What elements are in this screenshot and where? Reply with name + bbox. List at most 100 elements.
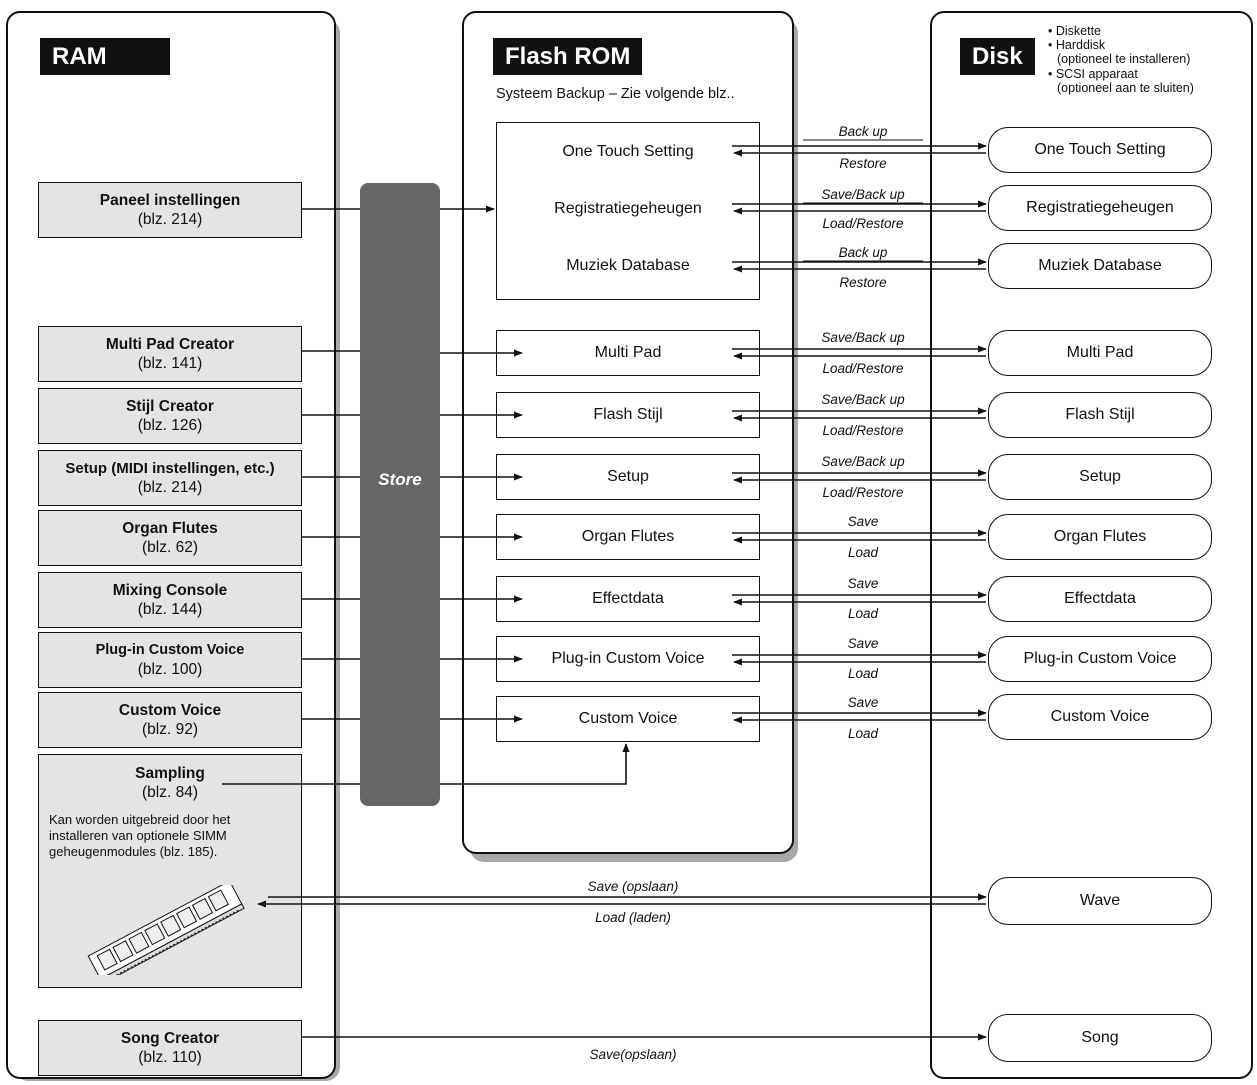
store-bar: Store (360, 183, 440, 806)
ram-box-organ-flutes: Organ Flutes (blz. 62) (38, 510, 302, 566)
flash-item-one-touch-setting: One Touch Setting (562, 143, 694, 160)
ram-item-name: Paneel instellingen (99, 192, 241, 209)
label-load-effect: Load (847, 606, 879, 621)
disk-box-plugin-custom-voice: Plug-in Custom Voice (988, 636, 1212, 682)
disk-box-wave: Wave (988, 877, 1212, 925)
flash-box-effectdata: Effectdata (496, 576, 760, 622)
disk-box-multi-pad: Multi Pad (988, 330, 1212, 376)
label-save-effect: Save (847, 576, 879, 591)
disk-box-song: Song (988, 1014, 1212, 1062)
ram-item-name: Setup (MIDI instellingen, etc.) (65, 460, 275, 477)
ram-box-mixing-console: Mixing Console (blz. 144) (38, 572, 302, 628)
flash-box-multi-pad: Multi Pad (496, 330, 760, 376)
disk-item-label: Plug-in Custom Voice (1023, 650, 1177, 667)
ram-box-song-creator: Song Creator (blz. 110) (38, 1020, 302, 1076)
ram-box-plugin-custom-voice: Plug-in Custom Voice (blz. 100) (38, 632, 302, 688)
disk-item-label: Registratiegeheugen (1026, 199, 1174, 216)
flash-item-label: Effectdata (592, 590, 664, 607)
label-load-custom: Load (847, 726, 879, 741)
flash-item-label: Organ Flutes (581, 528, 675, 545)
flash-item-label: Multi Pad (594, 344, 662, 361)
disk-box-effectdata: Effectdata (988, 576, 1212, 622)
flash-group-box: One Touch Setting Registratiegeheugen Mu… (496, 122, 760, 300)
label-save-opslaan: Save (opslaan) (587, 879, 679, 894)
label-save-backup-1: Save/Back up (821, 187, 905, 202)
disk-box-registratiegeheugen: Registratiegeheugen (988, 185, 1212, 231)
ram-box-paneel-instellingen: Paneel instellingen (blz. 214) (38, 182, 302, 238)
flash-rom-subtitle: Systeem Backup – Zie volgende blz.. (496, 86, 735, 102)
ram-item-name: Organ Flutes (122, 520, 218, 537)
label-backup-1: Back up (838, 124, 888, 139)
ram-item-name: Sampling (135, 765, 205, 782)
ram-item-name: Plug-in Custom Voice (95, 642, 245, 658)
label-save-backup-multipad: Save/Back up (821, 330, 905, 345)
label-load-laden: Load (laden) (595, 910, 671, 925)
ram-item-page: (blz. 62) (142, 539, 198, 556)
flash-item-label: Setup (607, 468, 649, 485)
flash-box-organ-flutes: Organ Flutes (496, 514, 760, 560)
disk-box-setup: Setup (988, 454, 1212, 500)
disk-box-organ-flutes: Organ Flutes (988, 514, 1212, 560)
ram-box-multi-pad-creator: Multi Pad Creator (blz. 141) (38, 326, 302, 382)
ram-item-page: (blz. 214) (137, 211, 203, 228)
store-label: Store (378, 470, 422, 489)
disk-box-flash-stijl: Flash Stijl (988, 392, 1212, 438)
label-save-backup-setup: Save/Back up (821, 454, 905, 469)
ram-item-name: Custom Voice (118, 702, 222, 719)
disk-bullet-scsi: • SCSI apparaat (1048, 66, 1138, 81)
label-save-organ: Save (847, 514, 879, 529)
ram-box-custom-voice: Custom Voice (blz. 92) (38, 692, 302, 748)
flash-box-plugin-custom-voice: Plug-in Custom Voice (496, 636, 760, 682)
disk-box-custom-voice: Custom Voice (988, 694, 1212, 740)
flash-rom-title: Flash ROM (493, 38, 643, 75)
flash-box-custom-voice: Custom Voice (496, 696, 760, 742)
ram-item-name: Mixing Console (112, 582, 228, 599)
flash-item-label: Flash Stijl (593, 406, 663, 423)
disk-bullet-scsi-note: (optioneel aan te sluiten) (1057, 80, 1194, 95)
flash-item-label: Custom Voice (578, 710, 678, 727)
flash-item-registratiegeheugen: Registratiegeheugen (554, 200, 702, 217)
disk-item-label: Setup (1079, 468, 1121, 485)
label-save-custom: Save (847, 695, 879, 710)
disk-item-label: Organ Flutes (1053, 528, 1147, 545)
disk-item-label: Effectdata (1064, 590, 1136, 607)
flash-box-setup: Setup (496, 454, 760, 500)
ram-item-name: Stijl Creator (126, 398, 214, 415)
ram-box-sampling: Sampling (blz. 84) Kan worden uitgebreid… (38, 754, 302, 988)
ram-item-page: (blz. 144) (137, 601, 203, 618)
disk-item-label: Multi Pad (1066, 344, 1134, 361)
simm-module-icon (87, 885, 245, 975)
ram-item-name: Multi Pad Creator (105, 336, 235, 353)
disk-title: Disk (960, 38, 1035, 75)
ram-title: RAM (40, 38, 170, 75)
label-load-organ: Load (847, 545, 879, 560)
label-load-restore-stijl: Load/Restore (822, 423, 904, 438)
sampling-note: Kan worden uitgebreid door het installer… (49, 812, 231, 859)
label-save-backup-stijl: Save/Back up (821, 392, 905, 407)
ram-item-page: (blz. 214) (137, 479, 203, 496)
ram-item-page: (blz. 92) (142, 721, 198, 738)
disk-item-label: Song (1081, 1029, 1119, 1046)
ram-item-page: (blz. 100) (137, 661, 203, 678)
disk-media-list: • Diskette • Harddisk (optioneel te inst… (1048, 24, 1194, 95)
ram-item-name: Song Creator (120, 1030, 220, 1047)
ram-box-stijl-creator: Stijl Creator (blz. 126) (38, 388, 302, 444)
disk-item-label: One Touch Setting (1034, 141, 1166, 158)
label-restore-1: Restore (839, 156, 887, 171)
disk-item-label: Muziek Database (1038, 257, 1162, 274)
disk-bullet-harddisk: • Harddisk (1048, 38, 1106, 53)
label-load-plugin: Load (847, 666, 879, 681)
disk-item-label: Wave (1079, 892, 1121, 909)
label-backup-2: Back up (838, 245, 888, 260)
ram-item-page: (blz. 110) (138, 1049, 202, 1066)
flash-item-muziek-database: Muziek Database (566, 257, 690, 274)
ram-item-page: (blz. 84) (142, 784, 198, 801)
disk-item-label: Custom Voice (1050, 708, 1150, 725)
ram-item-page: (blz. 126) (137, 417, 203, 434)
label-load-restore-multipad: Load/Restore (822, 361, 904, 376)
label-load-restore-1: Load/Restore (822, 216, 904, 231)
disk-box-muziek-database: Muziek Database (988, 243, 1212, 289)
ram-box-setup: Setup (MIDI instellingen, etc.) (blz. 21… (38, 450, 302, 506)
disk-item-label: Flash Stijl (1065, 406, 1135, 423)
